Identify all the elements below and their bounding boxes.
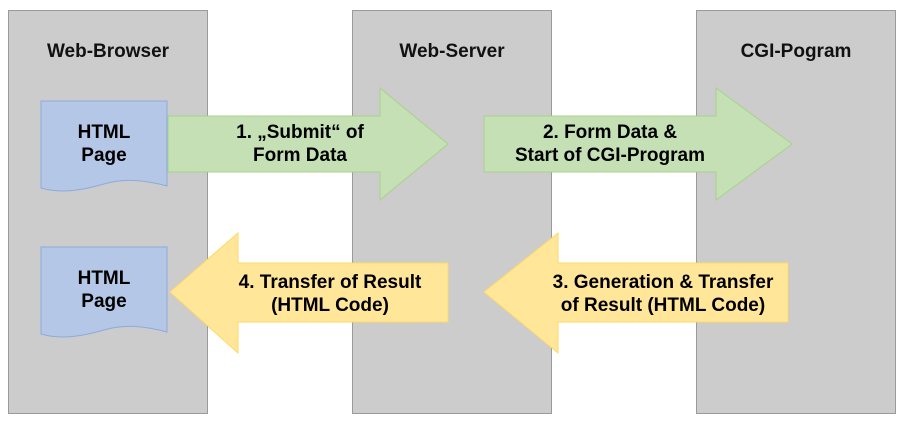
html-page-label-1: HTML Page <box>41 121 167 167</box>
html-page-label-2: HTML Page <box>41 267 167 313</box>
arrow-3-label-line1: 3. Generation & Transfer <box>552 272 774 293</box>
cgi-program-title: CGI-Pogram <box>740 41 852 62</box>
html-page-label-2-line1: HTML <box>77 268 131 289</box>
arrow-3-label: 3. Generation & Transfer of Result (HTML… <box>518 271 808 317</box>
html-page-label-1-line2: Page <box>81 145 127 166</box>
arrow-1-label-line2: Form Data <box>253 145 347 166</box>
html-page-label-1-line1: HTML <box>77 122 131 143</box>
arrow-3-label-line2: of Result (HTML Code) <box>560 295 766 316</box>
arrow-2-label-line1: 2. Form Data & <box>542 122 678 143</box>
cgi-program-column: CGI-Pogram <box>696 10 896 414</box>
html-page-label-2-line2: Page <box>81 291 127 312</box>
html-page-document-1 <box>40 100 168 192</box>
arrow-submit-form-data <box>167 86 449 202</box>
arrow-1-label-line1: 1. „Submit“ of <box>236 122 364 143</box>
web-browser-title: Web-Browser <box>46 41 170 62</box>
web-browser-column: Web-Browser <box>8 10 208 414</box>
web-server-title: Web-Server <box>399 41 505 62</box>
arrow-2-label-line2: Start of CGI-Program <box>514 145 706 166</box>
arrow-1-label: 1. „Submit“ of Form Data <box>180 121 420 167</box>
arrow-2-label: 2. Form Data & Start of CGI-Program <box>485 121 735 167</box>
arrow-transfer-result <box>169 231 449 355</box>
arrow-form-data-start-cgi <box>483 87 793 201</box>
arrow-4-label-line1: 4. Transfer of Result <box>238 272 422 293</box>
html-page-document-2 <box>40 246 168 338</box>
web-server-column: Web-Server <box>352 10 552 414</box>
arrow-4-label: 4. Transfer of Result (HTML Code) <box>205 271 455 317</box>
arrow-4-label-line2: (HTML Code) <box>271 295 389 316</box>
arrow-generation-transfer-result <box>483 231 789 355</box>
